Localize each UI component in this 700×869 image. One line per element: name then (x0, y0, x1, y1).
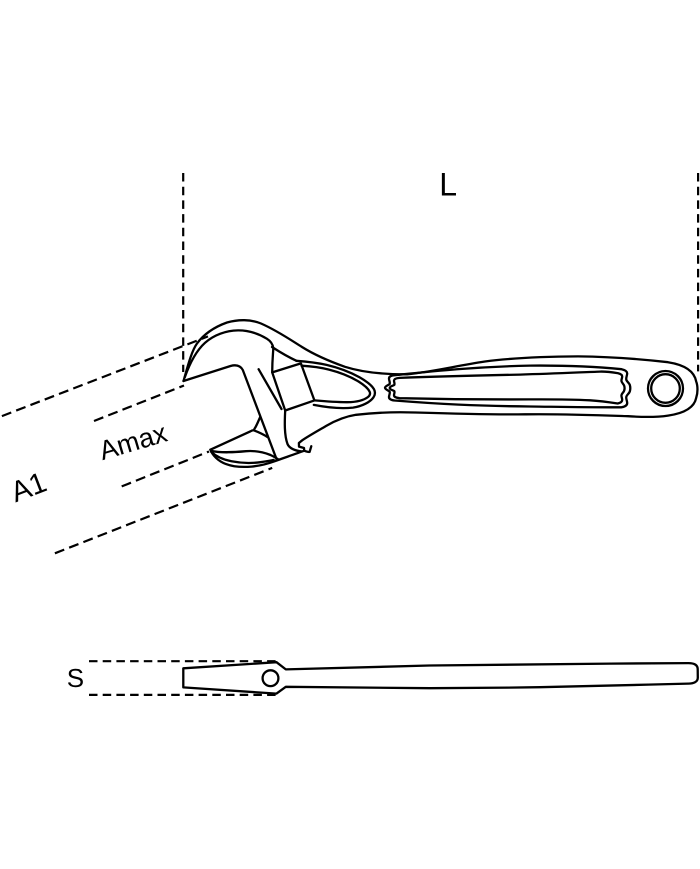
svg-text:A1: A1 (7, 466, 52, 509)
svg-text:S: S (67, 663, 84, 693)
svg-text:L: L (439, 167, 457, 203)
svg-text:Amax: Amax (96, 418, 171, 467)
